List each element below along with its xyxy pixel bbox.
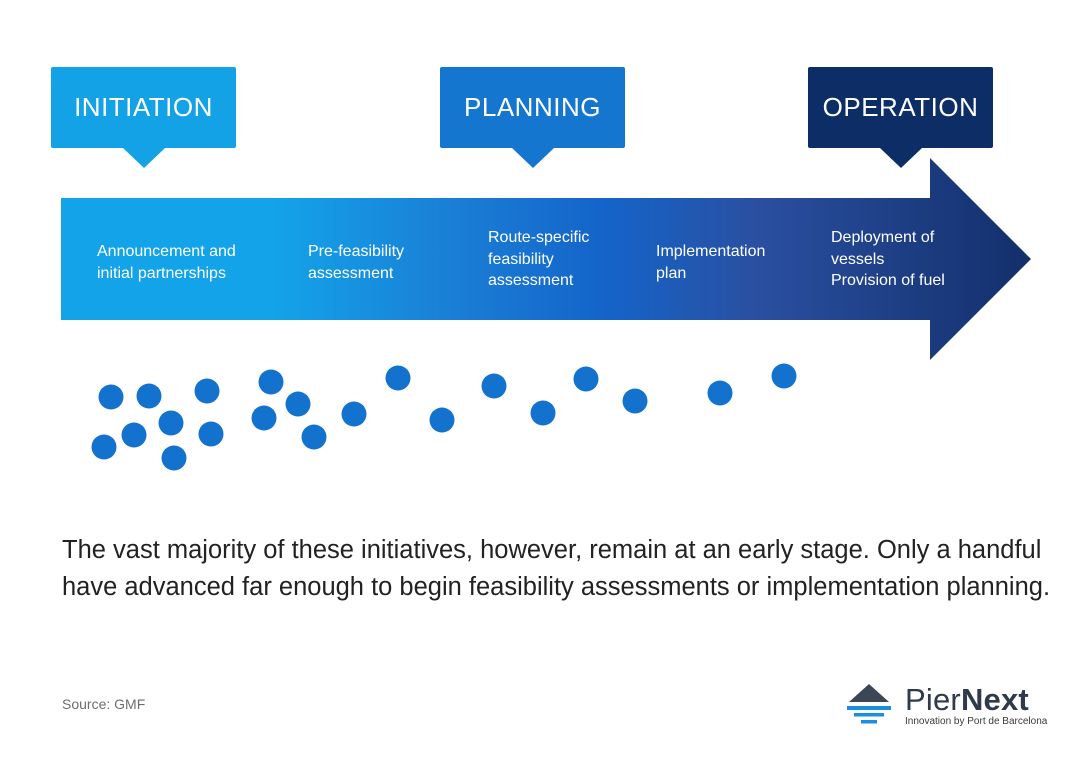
initiative-dot: [301, 424, 327, 450]
initiative-dot: [161, 445, 187, 471]
initiative-dot: [158, 410, 184, 436]
initiative-dot: [136, 383, 162, 409]
initiative-dot: [121, 422, 147, 448]
piernext-logo: PierNext Innovation by Port de Barcelona: [845, 682, 1048, 732]
stage-operation: OPERATION: [808, 67, 993, 168]
initiative-dot: [341, 401, 367, 427]
stage-initiation-label: INITIATION: [74, 92, 213, 122]
initiative-dot: [573, 366, 599, 392]
step-deployment: Deployment of vessels Provision of fuel: [831, 229, 945, 289]
piernext-wordmark: PierNext: [905, 682, 1029, 718]
initiative-dot: [530, 400, 556, 426]
wordmark-bold: Next: [960, 682, 1029, 717]
initiative-dot: [91, 434, 117, 460]
summary-text: The vast majority of these initiatives, …: [62, 536, 1051, 601]
piernext-logo-icon: [847, 684, 891, 724]
initiative-dot: [198, 421, 224, 447]
initiative-dot: [194, 378, 220, 404]
arrow-body: [61, 158, 1031, 360]
initiative-dots: [91, 363, 797, 471]
initiative-dot: [98, 384, 124, 410]
stage-planning: PLANNING: [440, 67, 625, 168]
step-pre-feasibility: Pre-feasibility assessment: [308, 243, 405, 282]
piernext-tagline: Innovation by Port de Barcelona: [905, 716, 1048, 727]
initiative-dot: [429, 407, 455, 433]
initiative-dot: [771, 363, 797, 389]
source-note: Source: GMF: [62, 696, 146, 712]
initiative-dot: [251, 405, 277, 431]
stage-operation-label: OPERATION: [822, 92, 979, 122]
initiative-dot: [707, 380, 733, 406]
timeline-arrow: [61, 158, 1031, 360]
initiative-dot: [622, 388, 648, 414]
stage-initiation: INITIATION: [51, 67, 236, 168]
initiative-dot: [385, 365, 411, 391]
step-route-feasibility: Route-specific feasibility assessment: [488, 229, 590, 289]
initiative-dot: [285, 391, 311, 417]
step-implementation-plan: Implementation plan: [656, 243, 766, 282]
initiative-dot: [258, 369, 284, 395]
initiative-dot: [481, 373, 507, 399]
wordmark-regular: Pier: [905, 682, 961, 717]
step-announcement: Announcement and initial partnerships: [97, 243, 236, 282]
stage-planning-label: PLANNING: [464, 92, 601, 122]
